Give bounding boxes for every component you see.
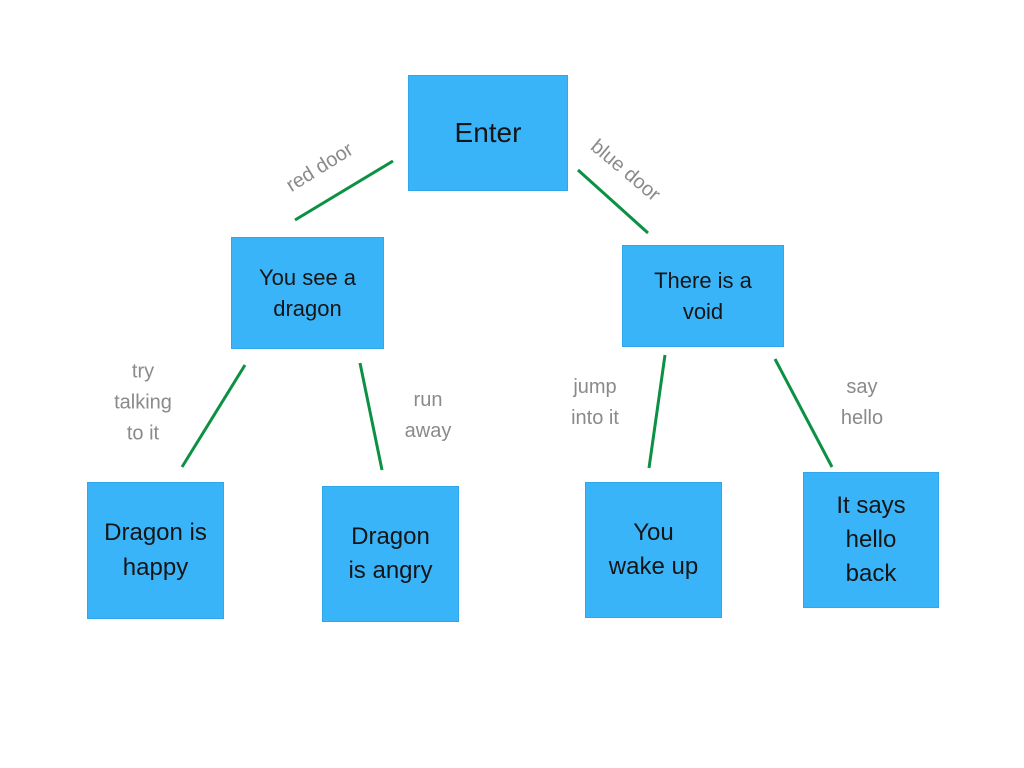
edge-line-enter-to-void[interactable]	[576, 168, 650, 235]
edge-line-void-to-hello-back[interactable]	[773, 358, 834, 468]
node-enter[interactable]: Enter	[408, 75, 568, 191]
edge-label-jump-into-it[interactable]: jump into it	[571, 376, 619, 429]
node-you-see-a-dragon[interactable]: You see a dragon	[231, 237, 384, 349]
node-dragon-is-angry[interactable]: Dragon is angry	[322, 486, 459, 622]
edge-label-try-talking-to-it[interactable]: try talking to it	[114, 360, 172, 445]
node-there-is-a-void[interactable]: There is a void	[622, 245, 784, 347]
node-label: Enter	[454, 117, 522, 149]
edge-line-void-to-wake-up[interactable]	[647, 354, 667, 469]
node-you-wake-up[interactable]: You wake up	[585, 482, 722, 618]
edge-line-see-dragon-to-happy[interactable]	[180, 364, 247, 468]
node-it-says-hello-back[interactable]: It says hello back	[803, 472, 939, 608]
node-label: You wake up	[608, 518, 699, 580]
node-label: Dragon is angry	[348, 522, 433, 584]
edge-label-run-away[interactable]: run away	[404, 389, 452, 442]
node-dragon-is-happy[interactable]: Dragon is happy	[87, 482, 224, 619]
node-label: Dragon is happy	[104, 519, 207, 581]
node-label: You see a dragon	[258, 264, 357, 321]
edge-label-say-hello[interactable]: say hello	[840, 376, 884, 429]
edge-line-enter-to-see-dragon[interactable]	[294, 159, 394, 222]
edge-line-see-dragon-to-angry[interactable]	[358, 362, 384, 471]
node-label: There is a void	[654, 267, 752, 324]
node-label: It says hello back	[836, 491, 906, 588]
